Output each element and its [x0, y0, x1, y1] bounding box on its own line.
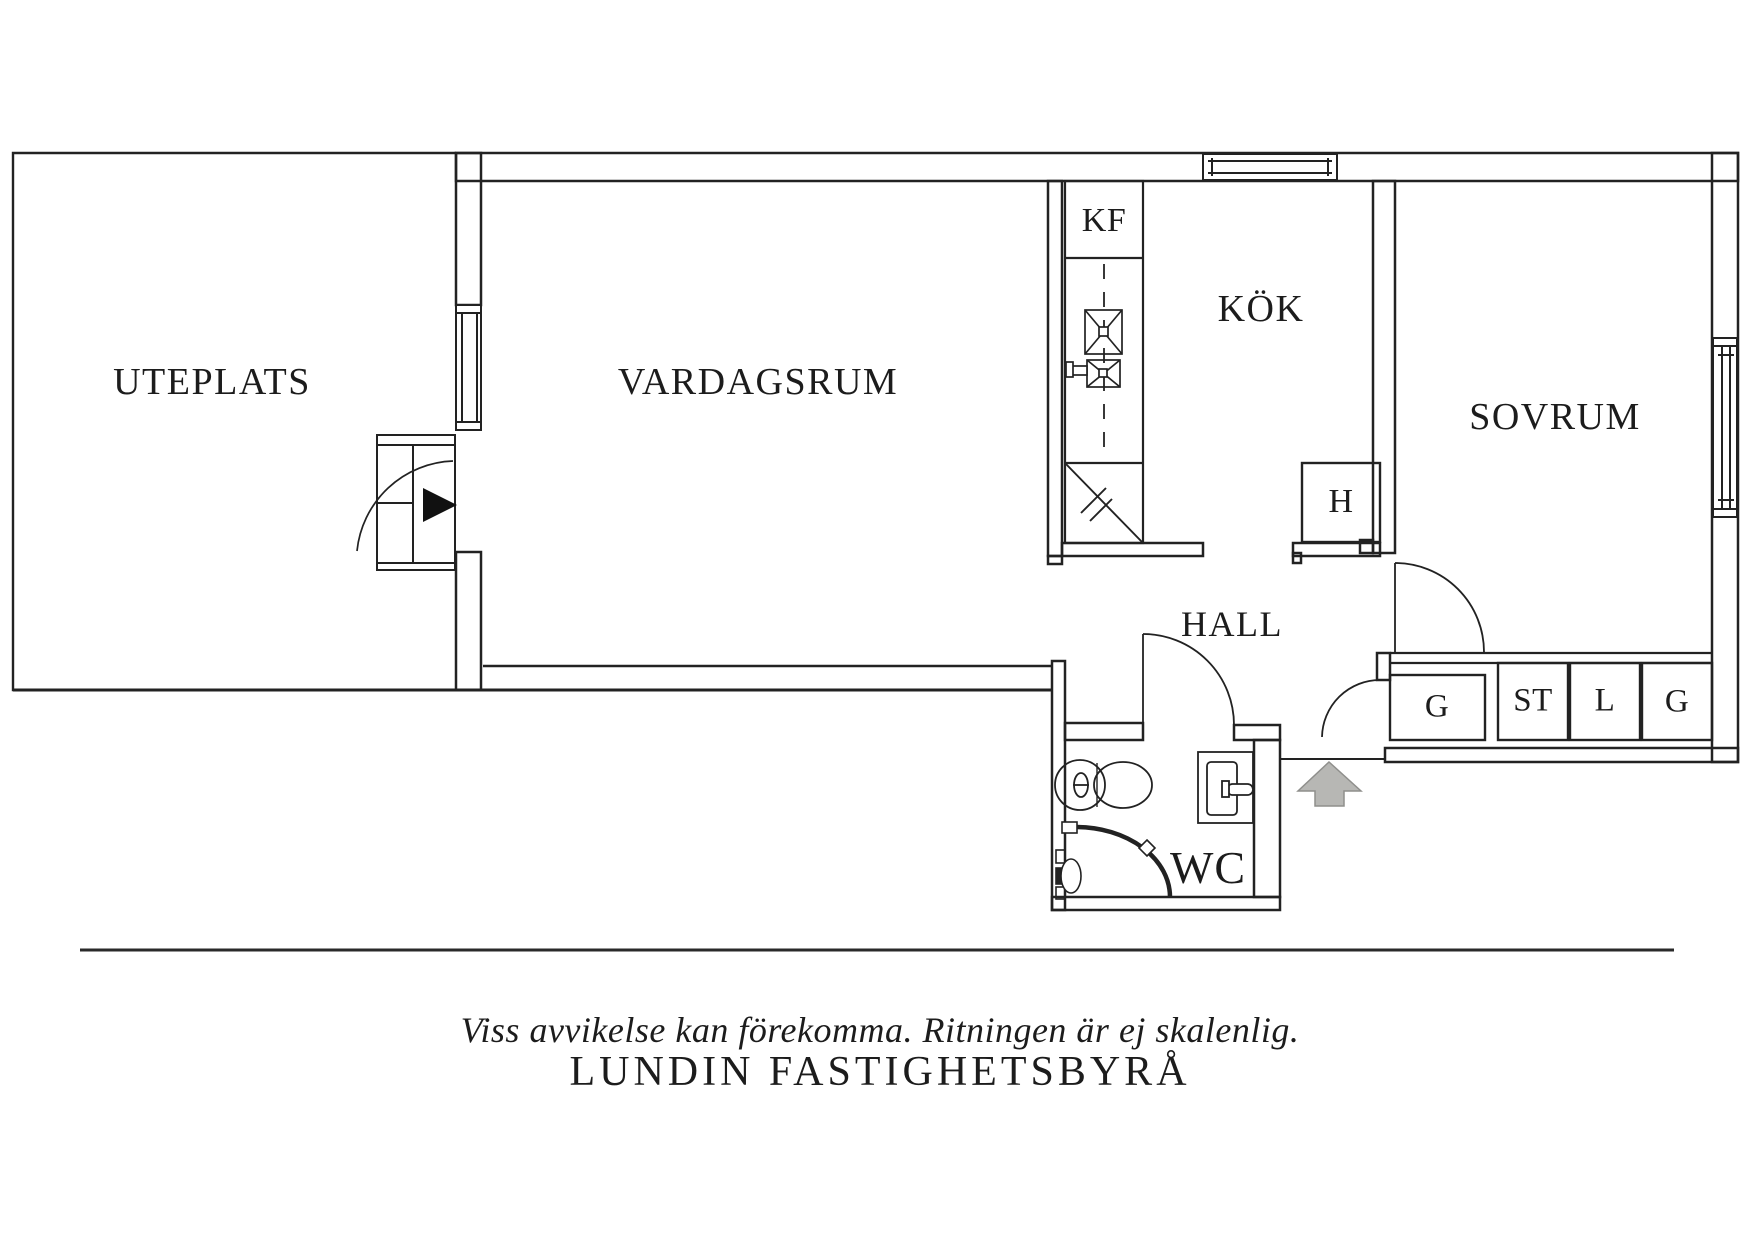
closet-label-l: L	[1594, 682, 1616, 719]
entrance-door	[1321, 679, 1381, 738]
wc-walls	[1050, 659, 1282, 912]
sink-icon	[1084, 309, 1123, 355]
closet-st-box	[1496, 661, 1570, 742]
window-kitchen	[1202, 152, 1712, 181]
bedroom-door	[1394, 562, 1485, 653]
footer-brand: LUNDIN FASTIGHETSBYRÅ	[569, 1049, 1191, 1095]
footer-disclaimer: Viss avvikelse kan förekomma. Ritningen …	[460, 1010, 1300, 1050]
fixture-label-kf: KF	[1081, 202, 1127, 239]
shower-icon	[1055, 821, 1173, 900]
fixture-label-h: H	[1328, 483, 1354, 520]
walls	[13, 151, 1740, 764]
room-label-kok: KÖK	[1217, 288, 1305, 330]
room-label-hall: HALL	[1181, 604, 1283, 644]
room-label-wc: WC	[1169, 842, 1247, 893]
washbasin-icon	[1197, 751, 1254, 824]
patio-outline	[11, 151, 456, 692]
closet-l-box	[1568, 661, 1642, 742]
room-label-sovrum: SOVRUM	[1469, 396, 1641, 438]
wc-door	[1142, 633, 1235, 726]
room-label-vardagsrum: VARDAGSRUM	[617, 361, 899, 403]
closet-label-g1: G	[1424, 688, 1450, 725]
door-direction-arrow-icon	[423, 488, 457, 522]
balcony-door	[356, 434, 457, 571]
entrance-arrow-icon	[1296, 760, 1363, 807]
closet-label-st: ST	[1513, 682, 1553, 719]
closet-boxes	[1388, 661, 1714, 742]
hob-icon	[1065, 359, 1121, 388]
room-label-uteplats: UTEPLATS	[113, 361, 311, 403]
closet-g1-box	[1388, 673, 1487, 742]
window-bedroom	[1711, 337, 1739, 518]
toilet-icon	[1054, 759, 1153, 811]
closet-label-g2: G	[1664, 683, 1690, 720]
h-cabinet-box	[1300, 461, 1382, 544]
closet-g2-box	[1640, 661, 1714, 742]
window-living-room	[455, 304, 482, 431]
kitchen-counter	[1063, 179, 1145, 545]
